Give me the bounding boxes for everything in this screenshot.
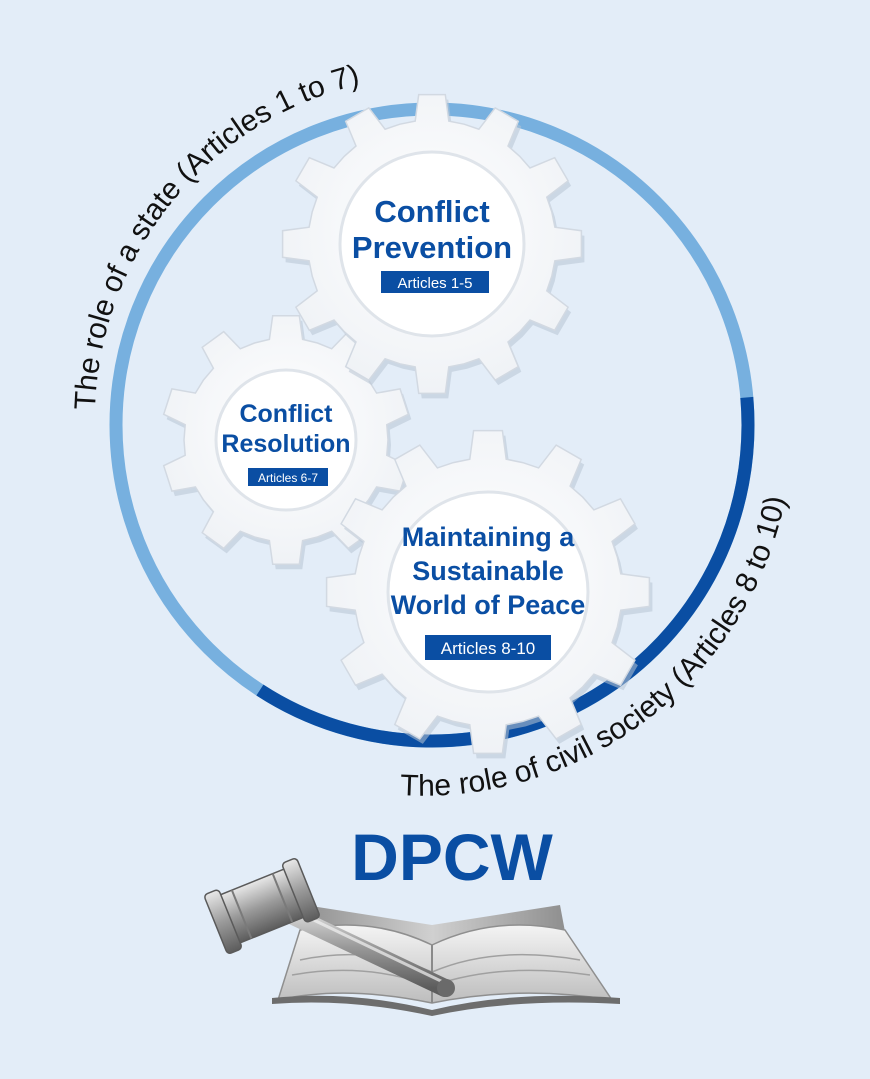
resolution-title-line1: Conflict [239, 400, 333, 428]
prevention-badge [381, 271, 489, 293]
ring-civil-segment [256, 396, 755, 748]
resolution-title-line2: Resolution [221, 430, 350, 458]
gear-world-of-peace: Maintaining a Sustainable World of Peace… [391, 522, 586, 660]
gear-conflict-prevention: Conflict Prevention Articles 1-5 [352, 194, 512, 293]
gavel-icon [204, 858, 455, 997]
gear-conflict-resolution: Conflict Resolution Articles 6-7 [221, 400, 351, 486]
prevention-badge-text: Articles 1-5 [397, 275, 472, 292]
resolution-badge [248, 468, 328, 486]
peace-badge [425, 635, 551, 660]
prevention-title-line2: Prevention [352, 230, 512, 265]
peace-title-line1: Maintaining a [402, 522, 575, 552]
resolution-badge-text: Articles 6-7 [258, 471, 318, 485]
peace-title-line2: Sustainable [412, 556, 564, 586]
prevention-title-line1: Conflict [374, 194, 489, 229]
peace-badge-text: Articles 8-10 [441, 639, 535, 658]
peace-title-line3: World of Peace [391, 590, 586, 620]
dpcw-brand: DPCW [351, 820, 553, 894]
